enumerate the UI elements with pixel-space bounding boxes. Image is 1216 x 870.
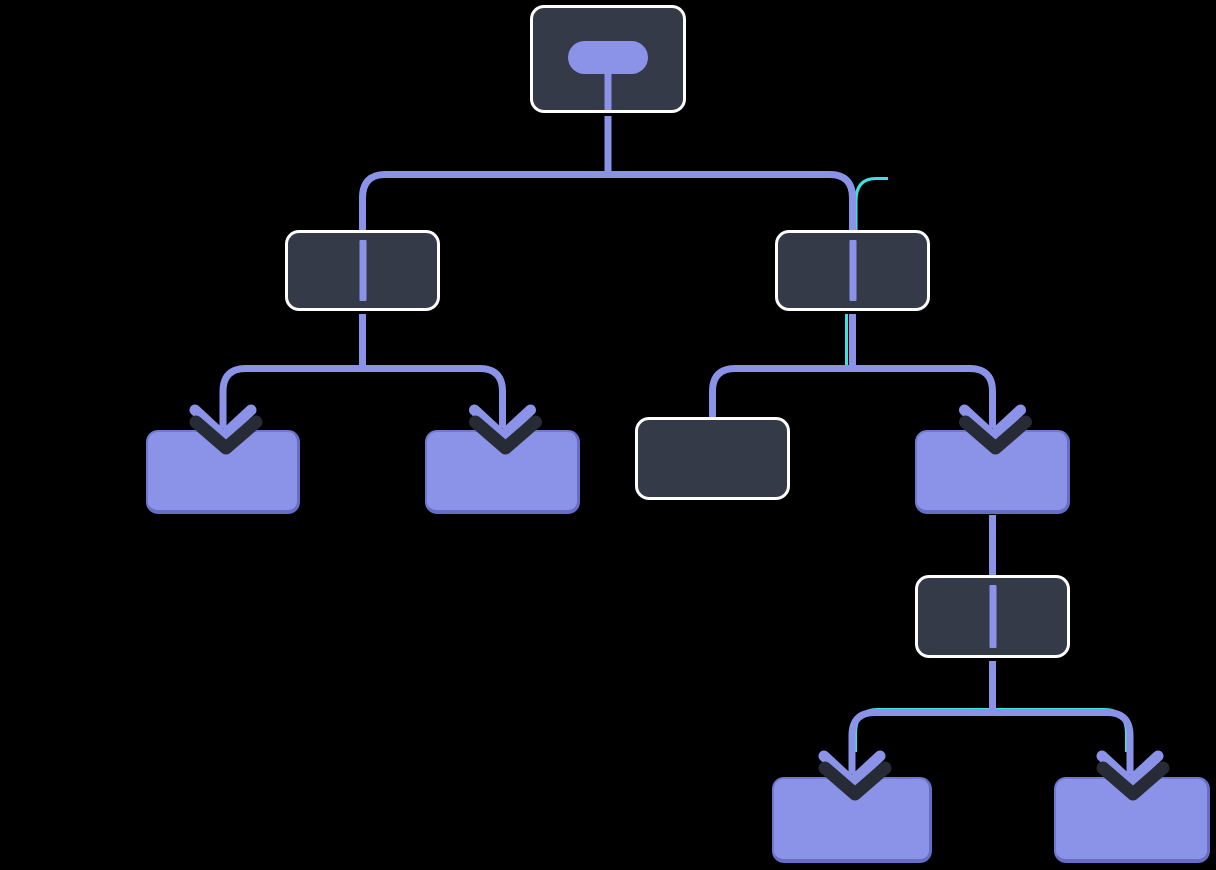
node-child-right-purple[interactable] <box>915 430 1070 514</box>
pass-through-line <box>359 240 366 301</box>
pass-through-line <box>849 240 856 301</box>
pill-badge <box>568 41 648 74</box>
node-root[interactable] <box>530 5 686 113</box>
highlight-edge-bottom-split <box>854 708 1128 752</box>
pass-through-line <box>989 585 996 648</box>
edge-root-split <box>359 171 856 230</box>
node-branch-mid[interactable] <box>915 575 1070 658</box>
node-branch-left[interactable] <box>285 230 440 311</box>
pill-stem <box>604 57 612 110</box>
edge-left-split <box>219 365 506 428</box>
node-branch-right[interactable] <box>775 230 930 311</box>
node-leaf-bottom-2[interactable] <box>1054 777 1210 863</box>
highlight-edge-root-branch-right <box>854 177 888 230</box>
node-child-right-dark[interactable] <box>635 417 790 500</box>
node-leaf-bottom-1[interactable] <box>772 777 932 863</box>
edge-bottom-split <box>848 709 1134 774</box>
node-leaf-left-2[interactable] <box>425 430 580 514</box>
node-leaf-left-1[interactable] <box>146 430 300 514</box>
